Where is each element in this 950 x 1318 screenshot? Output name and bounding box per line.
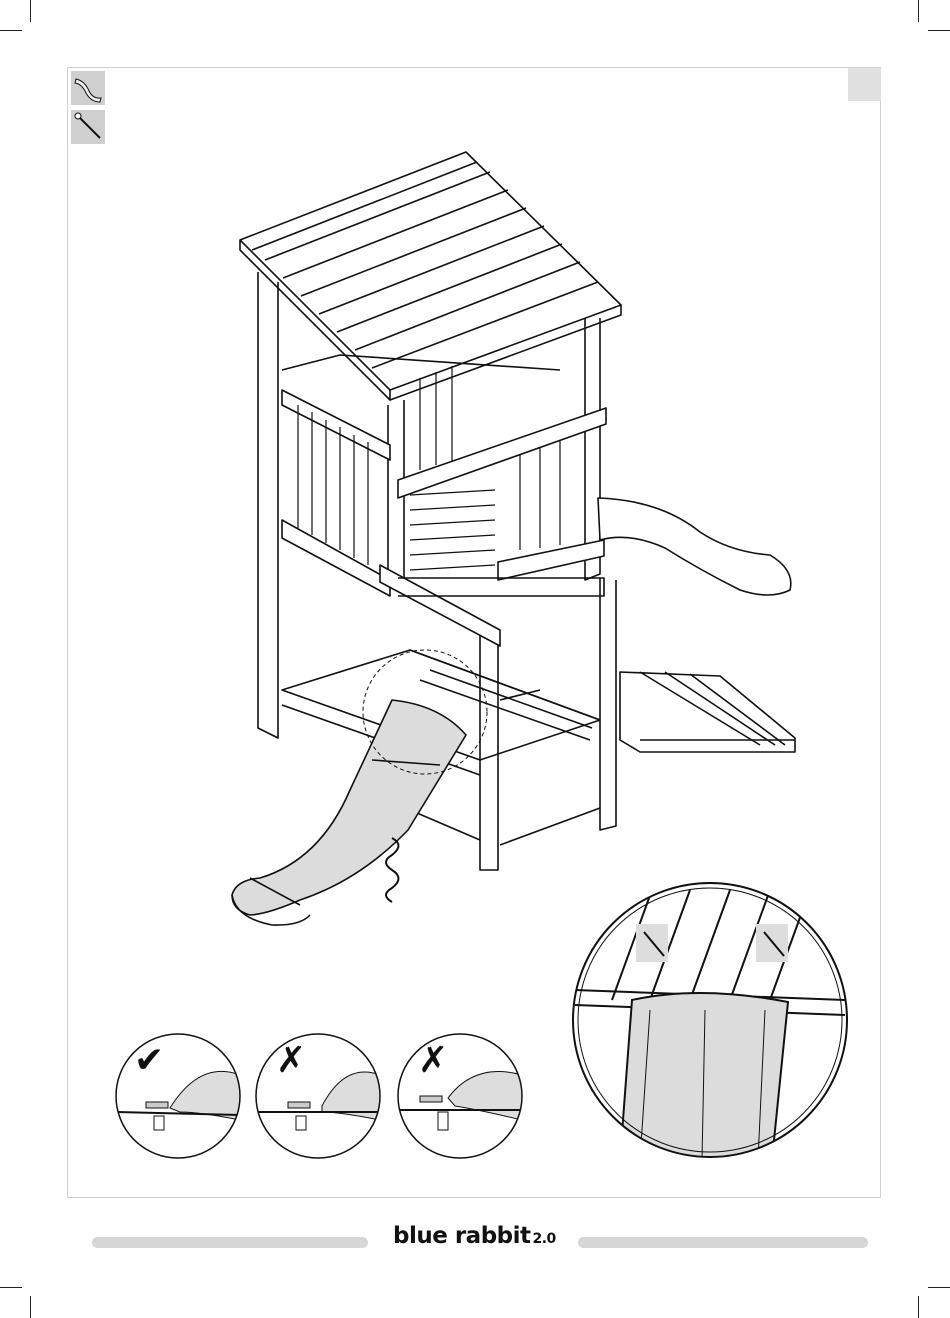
brand-version: 2.0 <box>533 1231 556 1247</box>
check-mark-correct: ✔ <box>134 1040 164 1081</box>
cross-mark-wrong: ✗ <box>276 1040 306 1081</box>
cross-mark-wrong: ✗ <box>418 1040 448 1081</box>
footer-bar-left <box>92 1237 368 1248</box>
footer-bar-right <box>578 1237 868 1248</box>
brand-name: blue rabbit <box>393 1223 531 1249</box>
